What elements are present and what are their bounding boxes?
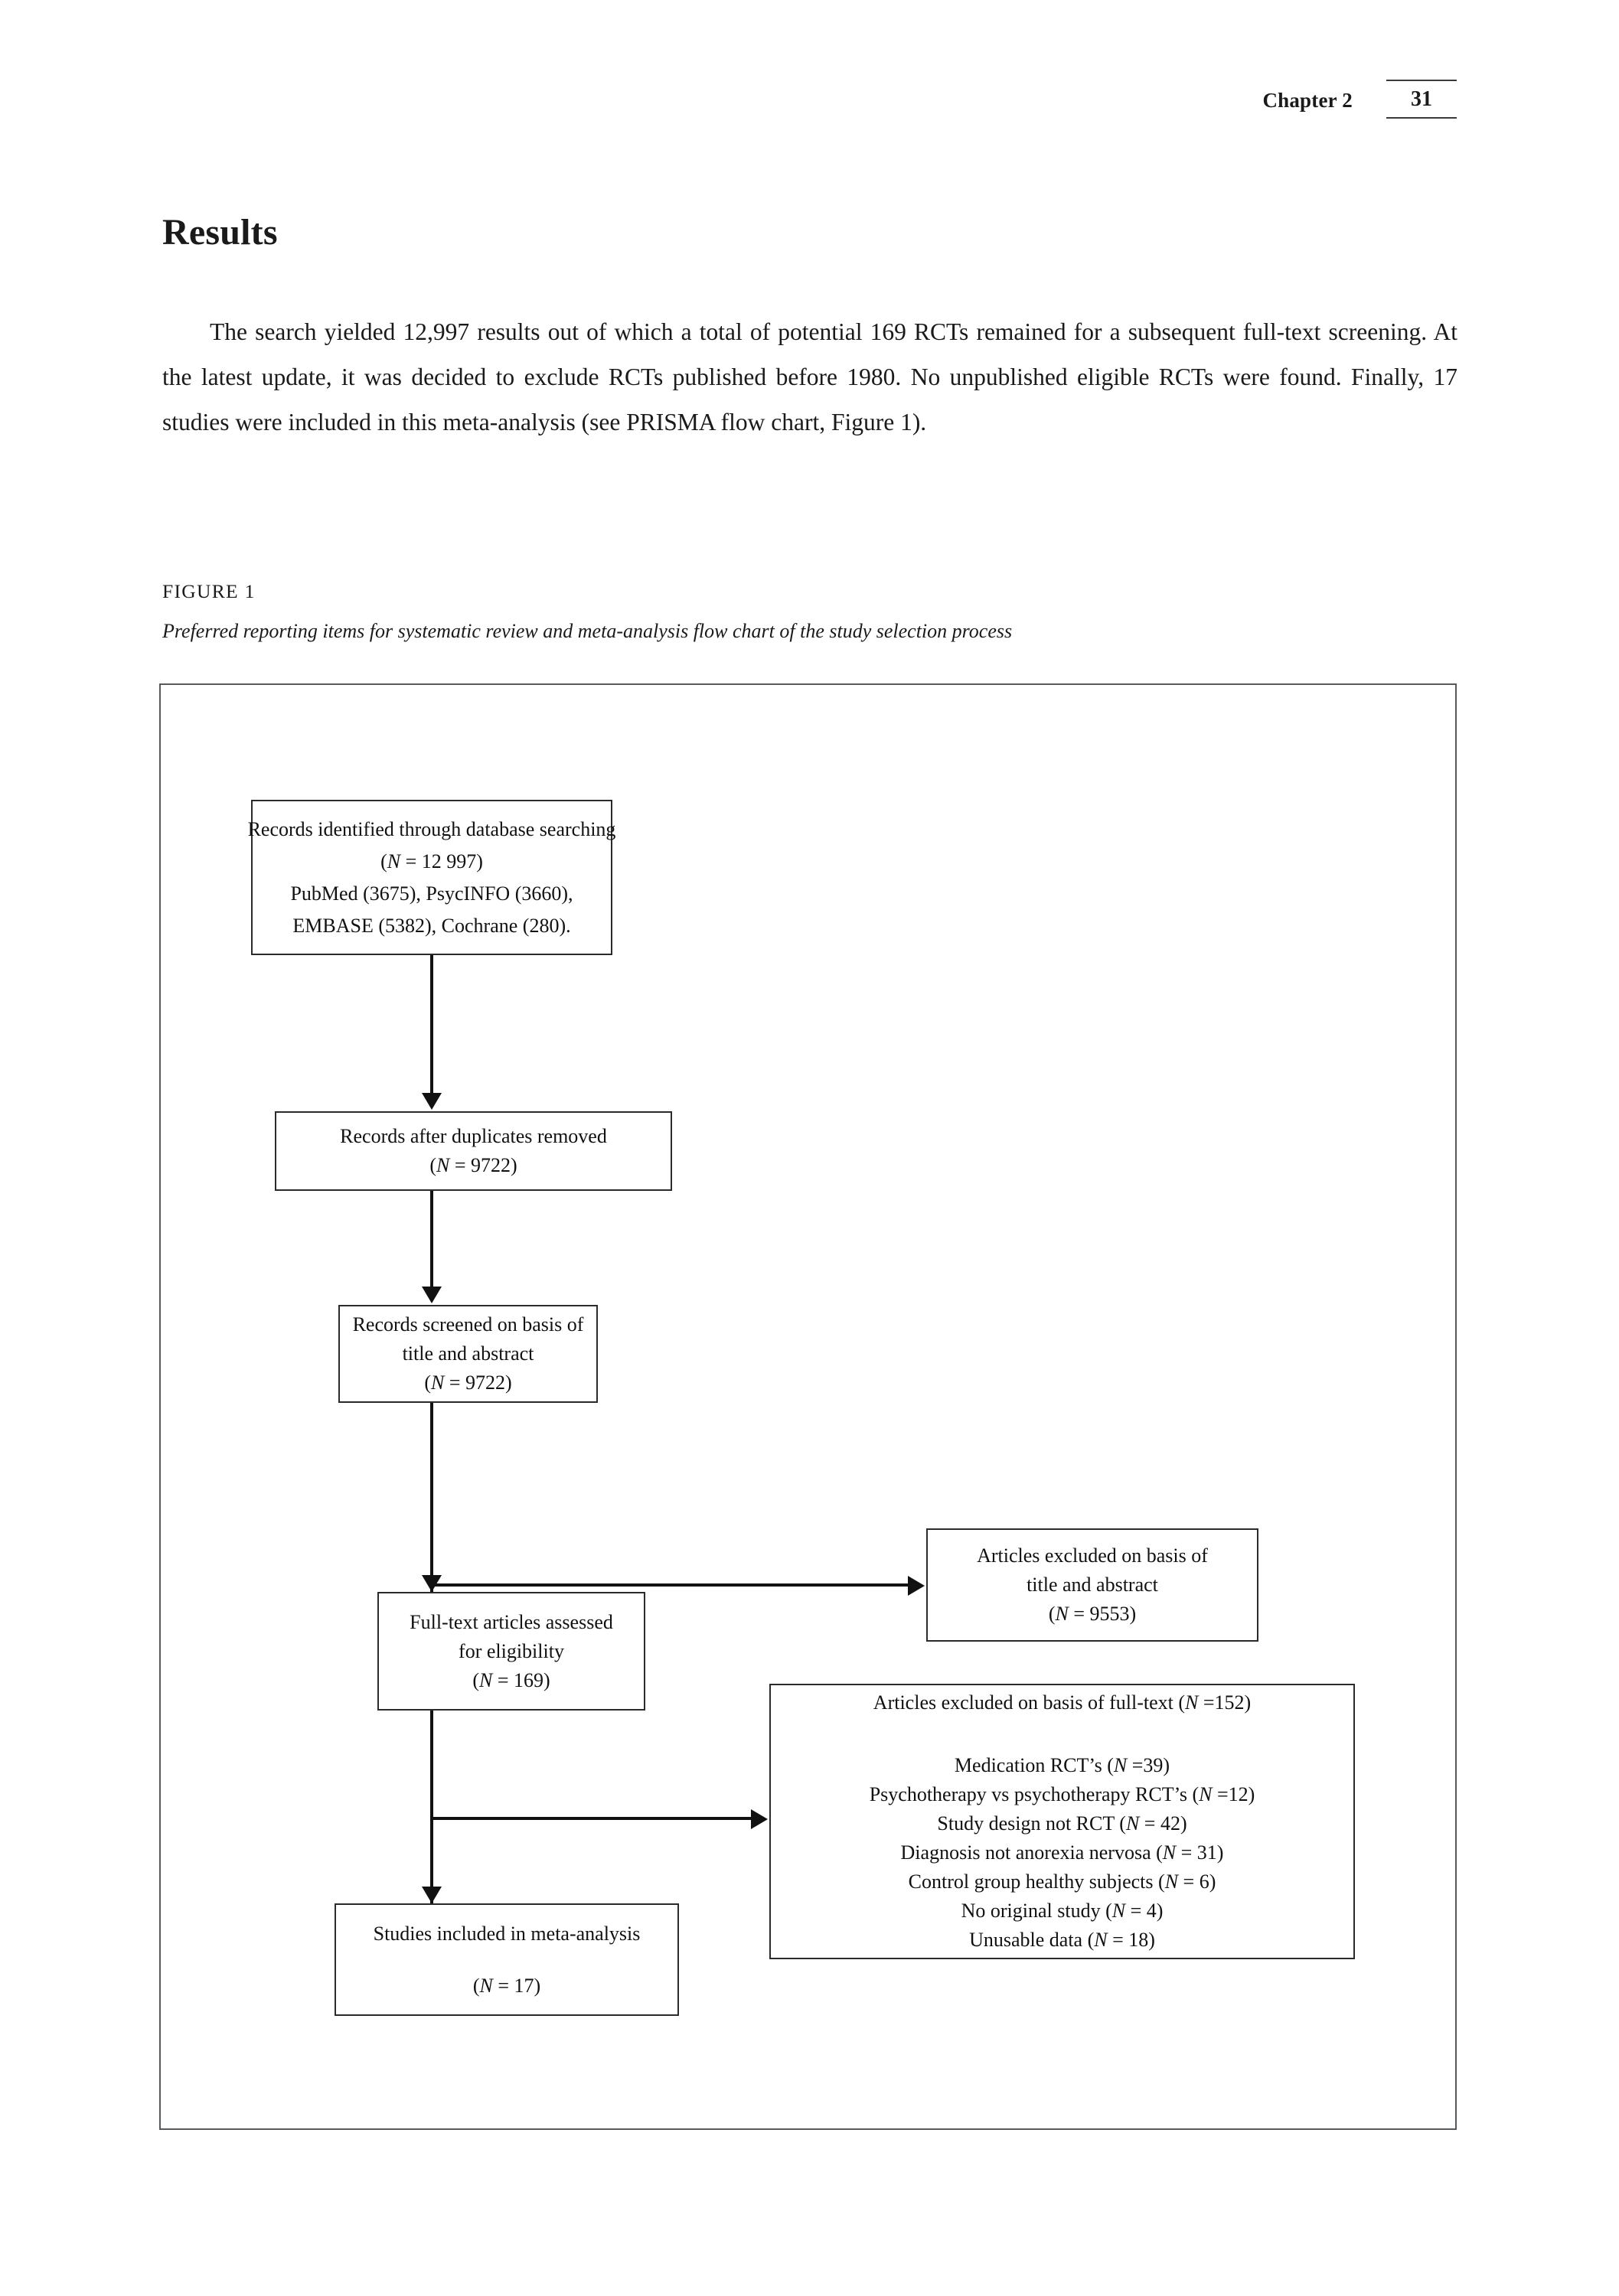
- flow-box-fulltext-assessed: Full-text articles assessed for eligibil…: [377, 1592, 645, 1711]
- arrow-head-down-duplicates-to-screened: [422, 1287, 442, 1303]
- excluded-title-line-1: Articles excluded on basis of: [977, 1544, 1208, 1567]
- records-identified-count: (N = 12 997): [380, 850, 483, 872]
- n-symbol: N: [1185, 1691, 1199, 1714]
- duplicates-removed-count: (N = 9722): [429, 1154, 517, 1176]
- excluded-fulltext-reason: Unusable data (N = 18): [969, 1929, 1155, 1951]
- fulltext-assessed-line-2: for eligibility: [459, 1639, 564, 1662]
- arrow-head-right-to-excluded-title: [908, 1576, 925, 1596]
- flow-box-duplicates-removed: Records after duplicates removed (N = 97…: [275, 1111, 672, 1191]
- records-screened-line-1: Records screened on basis of: [352, 1313, 584, 1336]
- n-symbol: N: [1055, 1603, 1069, 1625]
- flow-box-records-identified: Records identified through database sear…: [248, 800, 615, 955]
- studies-included-count: (N = 17): [472, 1974, 541, 1997]
- running-head: Chapter 2 31: [1262, 80, 1457, 119]
- results-paragraph: The search yielded 12,997 results out of…: [162, 318, 1457, 435]
- n-symbol: N: [387, 850, 401, 872]
- flow-box-excluded-fulltext: Articles excluded on basis of full-text …: [769, 1684, 1355, 1959]
- figure-frame: Records identified through database sear…: [159, 683, 1457, 2130]
- excluded-fulltext-reason: Psychotherapy vs psychotherapy RCT’s (N …: [869, 1783, 1255, 1805]
- excluded-fulltext-reason: Diagnosis not anorexia nervosa (N = 31): [900, 1841, 1224, 1864]
- excluded-fulltext-reason: Medication RCT’s (N =39): [954, 1754, 1170, 1776]
- records-screened-count: (N = 9722): [424, 1371, 512, 1394]
- n-symbol: N: [436, 1154, 450, 1176]
- flow-box-excluded-title-abstract: Articles excluded on basis of title and …: [926, 1528, 1258, 1642]
- connector-line-duplicates-to-screened: [430, 1191, 433, 1288]
- connector-line-identified-to-duplicates: [430, 955, 433, 1094]
- connector-line-fulltext-to-included: [430, 1711, 433, 1903]
- records-screened-line-2: title and abstract: [402, 1342, 534, 1365]
- flow-box-studies-included: Studies included in meta-analysis (N = 1…: [335, 1903, 679, 2016]
- prisma-flow-chart: Records identified through database sear…: [161, 685, 1455, 2128]
- excluded-fulltext-reason: No original study (N = 4): [961, 1900, 1164, 1922]
- excluded-fulltext-reason: Study design not RCT (N = 42): [937, 1812, 1187, 1835]
- running-head-chapter: Chapter 2: [1262, 89, 1353, 112]
- n-symbol: N: [1111, 1900, 1126, 1922]
- flow-box-records-screened: Records screened on basis of title and a…: [338, 1305, 598, 1403]
- connector-line-screened-to-fulltext: [430, 1403, 433, 1592]
- figure-caption: Preferred reporting items for systematic…: [162, 620, 1013, 642]
- excluded-title-count: (N = 9553): [1048, 1603, 1137, 1625]
- fulltext-assessed-line-1: Full-text articles assessed: [410, 1610, 613, 1633]
- excluded-fulltext-reason: Control group healthy subjects (N = 6): [908, 1870, 1216, 1893]
- page-number-rule: 31: [1386, 80, 1457, 119]
- n-symbol: N: [1164, 1870, 1179, 1893]
- studies-included-title: Studies included in meta-analysis: [373, 1922, 641, 1945]
- arrow-head-down-fulltext-to-included: [422, 1887, 442, 1903]
- n-symbol: N: [1199, 1783, 1213, 1805]
- arrow-head-down-identified-to-duplicates: [422, 1093, 442, 1110]
- records-identified-sources-1: PubMed (3675), PsycINFO (3660),: [290, 882, 573, 905]
- figure-label: FIGURE 1: [162, 580, 256, 602]
- n-symbol: N: [1113, 1754, 1128, 1776]
- records-identified-sources-2: EMBASE (5382), Cochrane (280).: [292, 914, 571, 937]
- fulltext-assessed-count: (N = 169): [472, 1668, 550, 1691]
- n-symbol: N: [1094, 1929, 1108, 1951]
- n-symbol: N: [1162, 1841, 1177, 1864]
- n-symbol: N: [1125, 1812, 1140, 1835]
- page-title: Results: [162, 212, 278, 253]
- duplicates-removed-title: Records after duplicates removed: [340, 1125, 607, 1147]
- arrow-head-right-to-excluded-fulltext: [751, 1809, 768, 1829]
- excluded-title-line-2: title and abstract: [1027, 1574, 1158, 1596]
- n-symbol: N: [431, 1371, 445, 1394]
- n-symbol: N: [479, 1668, 493, 1691]
- page-number: 31: [1411, 87, 1432, 111]
- connector-line-fulltext-to-excluded-fulltext: [430, 1817, 752, 1820]
- records-identified-title: Records identified through database sear…: [247, 817, 616, 840]
- excluded-fulltext-header: Articles excluded on basis of full-text …: [873, 1691, 1252, 1714]
- connector-line-screened-to-excluded-title: [430, 1583, 909, 1587]
- n-symbol: N: [479, 1974, 493, 1997]
